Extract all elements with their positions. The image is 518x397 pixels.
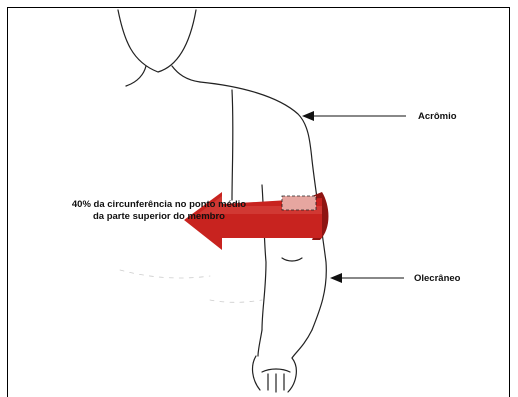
circumference-label: 40% da circunferência no ponto médio da … (70, 199, 248, 223)
marked-area (282, 196, 316, 210)
fist-outline (253, 356, 297, 392)
chin-outline (118, 10, 196, 72)
arm-outer-outline (312, 160, 326, 330)
olecraneo-label: Olecrâneo (414, 273, 460, 285)
neck-left-outline (126, 66, 146, 86)
acromio-label: Acrômio (418, 111, 457, 123)
shoulder-outline (200, 82, 312, 160)
neck-right-outline (172, 66, 200, 82)
forearm-inner-outline (258, 330, 262, 356)
forearm-outer-outline (292, 330, 312, 358)
torso-left-outline (232, 90, 233, 200)
acromio-pointer (302, 111, 406, 121)
elbow-detail (282, 258, 302, 261)
olecraneo-pointer (330, 273, 404, 283)
